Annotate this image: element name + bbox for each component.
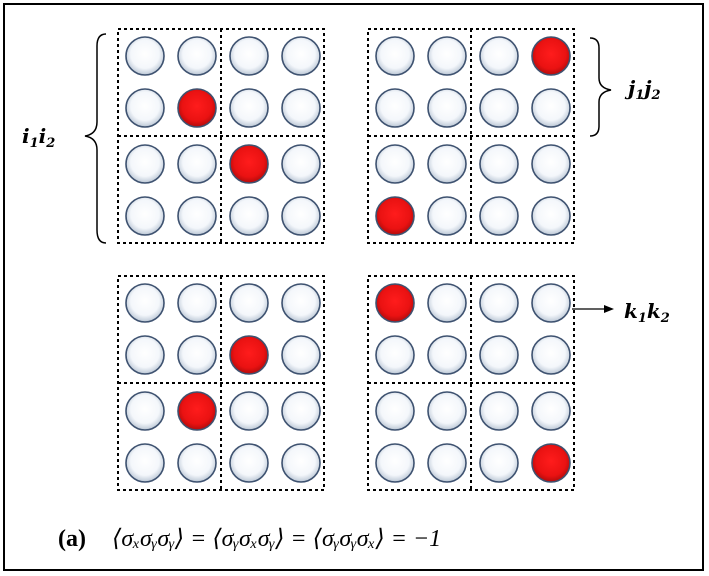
label-i1i2: i1i2 — [22, 124, 55, 151]
excited-site — [375, 283, 415, 323]
excited-site — [177, 88, 217, 128]
ground-site — [281, 196, 321, 236]
ground-site — [281, 36, 321, 76]
ground-site — [427, 443, 467, 483]
ground-site — [229, 443, 269, 483]
ground-site — [125, 88, 165, 128]
ground-site — [229, 196, 269, 236]
ground-site — [177, 36, 217, 76]
excited-site — [531, 36, 571, 76]
ground-site — [427, 391, 467, 431]
ground-site — [125, 36, 165, 76]
ground-site — [479, 443, 519, 483]
ground-site — [427, 196, 467, 236]
left-brace — [84, 33, 107, 244]
ground-site — [281, 443, 321, 483]
excited-site — [375, 196, 415, 236]
excited-site — [229, 335, 269, 375]
ground-site — [531, 196, 571, 236]
ground-site — [427, 283, 467, 323]
k-arrow-head — [604, 305, 614, 313]
label-k1k2: k1k2 — [624, 299, 670, 326]
ground-site — [531, 391, 571, 431]
ground-site — [479, 88, 519, 128]
ground-site — [479, 196, 519, 236]
ground-site — [427, 335, 467, 375]
ground-site — [125, 391, 165, 431]
ground-site — [479, 36, 519, 76]
ground-site — [375, 335, 415, 375]
ground-site — [531, 88, 571, 128]
ground-site — [531, 335, 571, 375]
label-j1j2: j1j2 — [624, 76, 661, 103]
ground-site — [125, 144, 165, 184]
ground-site — [427, 144, 467, 184]
figure-frame — [3, 3, 704, 571]
ground-site — [281, 88, 321, 128]
excited-site — [229, 144, 269, 184]
lattice-bottom-right — [367, 275, 575, 491]
ground-site — [177, 335, 217, 375]
ground-site — [479, 335, 519, 375]
excited-site — [531, 443, 571, 483]
ground-site — [229, 88, 269, 128]
ground-site — [375, 36, 415, 76]
ground-site — [177, 443, 217, 483]
lattice-top-right — [367, 28, 575, 244]
lattice-top-left — [117, 28, 325, 244]
ground-site — [479, 391, 519, 431]
ground-site — [229, 283, 269, 323]
ground-site — [229, 391, 269, 431]
caption-equation: ⟨σₓσᵧσᵧ⟩ = ⟨σᵧσₓσᵧ⟩ = ⟨σᵧσᵧσₓ⟩ = −1 — [112, 526, 441, 552]
ground-site — [177, 144, 217, 184]
ground-site — [375, 144, 415, 184]
ground-site — [479, 144, 519, 184]
ground-site — [229, 36, 269, 76]
ground-site — [177, 196, 217, 236]
ground-site — [281, 391, 321, 431]
ground-site — [531, 283, 571, 323]
ground-site — [375, 391, 415, 431]
ground-site — [427, 36, 467, 76]
ground-site — [281, 144, 321, 184]
lattice-group — [117, 28, 575, 491]
ground-site — [125, 196, 165, 236]
ground-site — [375, 443, 415, 483]
ground-site — [427, 88, 467, 128]
right-brace — [589, 37, 612, 137]
ground-site — [375, 88, 415, 128]
ground-site — [479, 283, 519, 323]
ground-site — [125, 283, 165, 323]
ground-site — [125, 443, 165, 483]
caption-tag: (a) — [58, 526, 86, 552]
ground-site — [531, 144, 571, 184]
ground-site — [281, 335, 321, 375]
ground-site — [281, 283, 321, 323]
ground-site — [125, 335, 165, 375]
ground-site — [177, 283, 217, 323]
excited-site — [177, 391, 217, 431]
lattice-bottom-left — [117, 275, 325, 491]
